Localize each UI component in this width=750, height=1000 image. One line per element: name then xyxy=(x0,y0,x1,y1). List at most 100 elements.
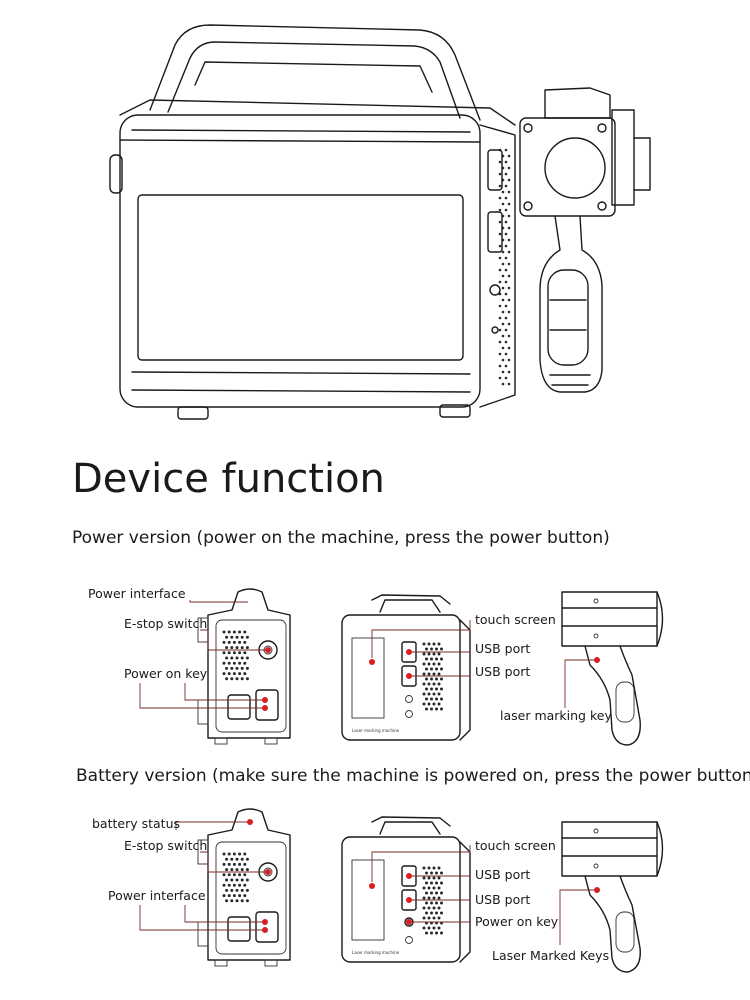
vent-hole xyxy=(507,214,511,218)
vent-hole xyxy=(507,178,511,182)
vent-hole xyxy=(427,672,431,676)
vent-hole xyxy=(501,358,505,362)
vent-hole xyxy=(240,677,244,681)
vent-hole xyxy=(227,873,231,877)
vent-hole xyxy=(440,667,443,671)
vent-hole xyxy=(427,896,431,900)
vent-hole xyxy=(437,876,441,880)
vent-hole xyxy=(240,899,244,903)
vent-hole xyxy=(425,657,428,661)
vent-hole xyxy=(235,868,239,872)
label-laser-marking-key: laser marking key xyxy=(500,708,612,723)
vent-hole xyxy=(498,340,502,344)
vent-hole xyxy=(225,666,229,670)
vent-hole xyxy=(504,160,508,164)
vent-hole xyxy=(238,661,242,665)
vent-hole xyxy=(498,184,502,188)
vent-hole xyxy=(227,630,231,634)
vent-hole xyxy=(504,256,508,260)
vent-hole xyxy=(501,250,505,254)
vent-hole xyxy=(227,883,231,887)
label-estop-switch-battery: E-stop switch xyxy=(124,838,208,853)
vent-hole xyxy=(507,202,511,206)
vent-hole xyxy=(507,334,511,338)
label-power-interface: Power interface xyxy=(88,586,186,601)
vent-hole xyxy=(427,886,431,890)
vent-hole xyxy=(432,702,436,706)
vent-hole xyxy=(222,672,226,676)
vent-hole xyxy=(427,702,431,706)
vent-hole xyxy=(232,672,236,676)
vent-hole xyxy=(422,652,426,656)
vent-hole xyxy=(498,268,502,272)
vent-hole xyxy=(425,677,428,681)
vent-hole xyxy=(232,873,236,877)
vent-hole xyxy=(437,866,441,870)
vent-hole xyxy=(238,894,242,898)
vent-hole xyxy=(245,635,249,639)
vent-hole xyxy=(498,244,502,248)
vent-hole xyxy=(501,274,505,278)
vent-hole xyxy=(232,651,236,655)
vent-hole xyxy=(437,926,441,930)
vent-hole xyxy=(432,692,436,696)
vent-hole xyxy=(498,352,502,356)
vent-hole xyxy=(498,304,502,308)
vent-hole xyxy=(498,364,502,368)
vent-hole xyxy=(230,868,234,872)
vent-hole xyxy=(243,894,247,898)
vent-hole xyxy=(432,926,436,930)
vent-hole xyxy=(430,667,433,671)
vent-hole xyxy=(230,857,234,861)
vent-hole xyxy=(507,346,511,350)
vent-hole xyxy=(440,881,443,885)
vent-hole xyxy=(425,881,428,885)
vent-hole xyxy=(240,857,244,861)
vent-hole xyxy=(440,911,443,915)
vent-hole xyxy=(498,232,502,236)
vent-hole xyxy=(225,635,229,639)
vent-hole xyxy=(507,298,511,302)
vent-hole xyxy=(235,635,239,639)
vent-hole xyxy=(238,852,242,856)
vent-hole xyxy=(427,662,431,666)
vent-hole xyxy=(227,862,231,866)
vent-hole xyxy=(427,642,431,646)
vent-hole xyxy=(504,244,508,248)
vent-hole xyxy=(504,340,508,344)
vent-hole xyxy=(507,166,511,170)
vent-hole xyxy=(240,666,244,670)
vent-hole xyxy=(235,888,239,892)
vent-hole xyxy=(235,666,239,670)
vent-hole xyxy=(232,640,236,644)
vent-hole xyxy=(235,646,239,650)
vent-hole xyxy=(501,322,505,326)
vent-hole xyxy=(230,635,234,639)
vent-hole xyxy=(432,662,436,666)
vent-hole xyxy=(432,866,436,870)
vent-hole xyxy=(504,220,508,224)
vent-hole xyxy=(430,911,433,915)
vent-hole xyxy=(222,852,226,856)
vent-hole xyxy=(440,647,443,651)
vent-hole xyxy=(243,852,247,856)
vent-hole xyxy=(427,652,431,656)
vent-hole xyxy=(507,370,511,374)
vent-hole xyxy=(427,866,431,870)
vent-hole xyxy=(240,656,244,660)
vent-hole xyxy=(243,883,247,887)
vent-hole xyxy=(425,697,428,701)
vent-hole xyxy=(501,370,505,374)
vent-hole xyxy=(507,190,511,194)
vent-hole xyxy=(435,687,438,691)
vent-hole xyxy=(435,901,438,905)
vent-hole xyxy=(427,876,431,880)
vent-hole xyxy=(230,666,234,670)
vent-hole xyxy=(501,346,505,350)
label-estop-switch: E-stop switch xyxy=(124,616,208,631)
vent-hole xyxy=(427,926,431,930)
vent-hole xyxy=(427,916,431,920)
vent-hole xyxy=(507,226,511,230)
vent-hole xyxy=(425,931,428,935)
vent-hole xyxy=(498,256,502,260)
